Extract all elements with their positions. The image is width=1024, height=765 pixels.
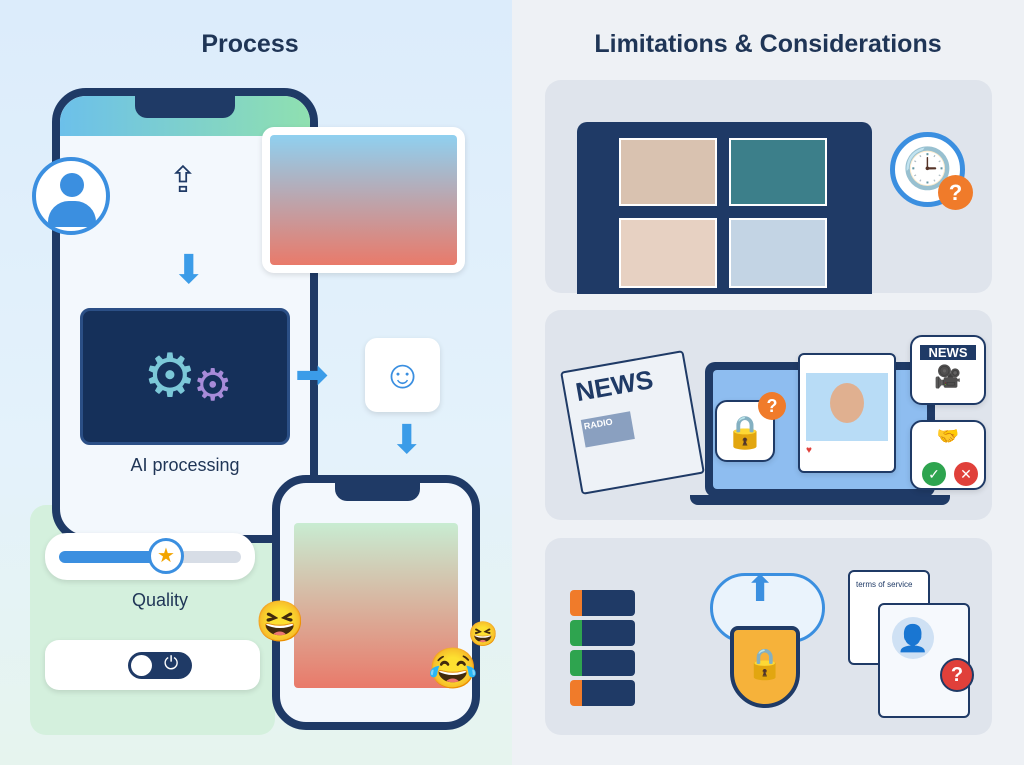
- result-group-photo: [294, 523, 458, 688]
- ai-processing-label: AI processing: [130, 455, 240, 475]
- consent-bubble: 🤝 ✓ ✕: [910, 420, 986, 490]
- arrow-right-icon: ➡: [295, 353, 329, 397]
- privacy-card: ⬆ 🔒 terms of service 👤 ?: [545, 538, 992, 735]
- star-slider-handle-icon[interactable]: ★: [148, 538, 184, 574]
- arrow-down-icon: ⬇: [390, 418, 424, 462]
- bubble-news-label: NEWS: [920, 345, 976, 360]
- limitations-panel: Limitations & Considerations 🕒 ? NEWS RA…: [512, 0, 1024, 765]
- handshake-icon: 🤝: [936, 426, 960, 446]
- tablet-video-grid: [577, 122, 872, 294]
- group-photo: [262, 127, 465, 273]
- question-icon: ?: [758, 392, 786, 420]
- newspaper-icon: NEWS RADIO: [560, 350, 705, 495]
- newspaper-headline: NEWS: [573, 364, 656, 408]
- deepfake-card: 🕒 ?: [545, 80, 992, 294]
- gear-icon: ⚙: [193, 361, 233, 410]
- face-swap-icon: ☺: [365, 338, 440, 412]
- arrow-down-icon: ⬇: [172, 248, 206, 292]
- process-title: Process: [201, 30, 299, 58]
- quality-slider[interactable]: ★: [45, 533, 255, 580]
- quality-label: Quality: [131, 590, 189, 610]
- shield-lock-icon: 🔒: [730, 626, 800, 708]
- result-phone: [272, 475, 480, 730]
- profile-icon: 👤: [892, 617, 934, 659]
- gears-icon: ⚙: [143, 342, 197, 409]
- check-icon: ✓: [922, 462, 946, 486]
- laughing-emoji-icon: 😆: [468, 621, 498, 648]
- social-post: ♥: [798, 353, 896, 473]
- ai-processing-panel: ⚙ ⚙: [80, 308, 290, 445]
- upload-arrow-icon: ⬆: [745, 568, 776, 609]
- power-icon: ⏻: [164, 653, 179, 673]
- like-icon: ♥: [806, 445, 812, 456]
- newspaper-subhead: RADIO: [580, 411, 635, 448]
- misinformation-card: NEWS RADIO ♥ 🔒 ? NEWS 🎥 🤝 ✓ ✕: [545, 310, 992, 520]
- power-toggle-card: ⏻: [45, 640, 260, 690]
- process-panel: Process ⇪ ⬇ ⚙ ⚙ AI processing ➡ ☺ ⬇ ★ Qu…: [0, 0, 512, 765]
- power-toggle[interactable]: ⏻: [128, 652, 192, 679]
- tos-label: terms of service: [856, 580, 913, 589]
- upload-icon: ⇪: [167, 159, 199, 200]
- laughing-emoji-icon: 😆: [255, 600, 305, 644]
- broken-camera-icon: 🎥: [934, 364, 962, 389]
- limitations-title: Limitations & Considerations: [594, 30, 942, 58]
- question-icon: ?: [940, 658, 974, 692]
- news-bubble: NEWS 🎥: [910, 335, 986, 405]
- server-stack-icon: [570, 590, 635, 710]
- laughing-emoji-icon: 😂: [428, 647, 478, 691]
- x-icon: ✕: [954, 462, 978, 486]
- user-avatar-icon: [32, 157, 110, 235]
- question-icon: ?: [938, 175, 973, 210]
